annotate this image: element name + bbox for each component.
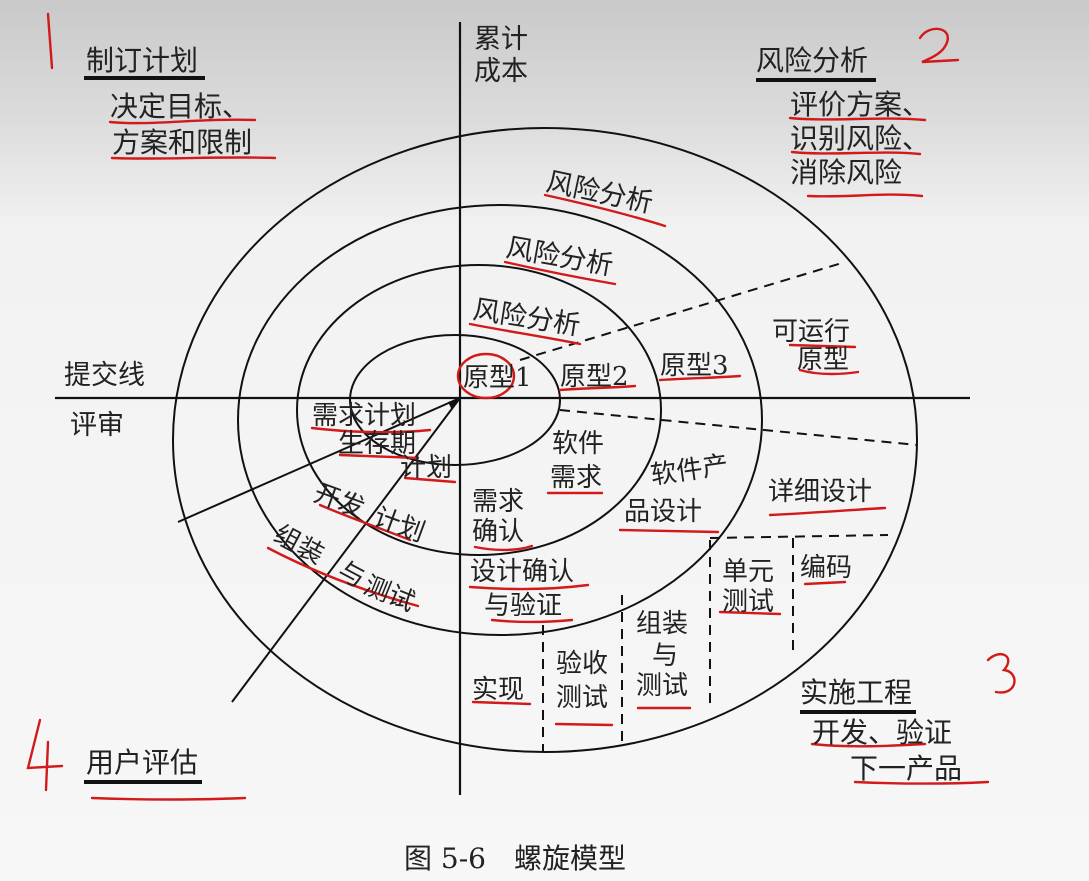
q3-title: 实施工程 xyxy=(800,676,912,709)
eng-product-design-1: 软件产 xyxy=(649,450,730,491)
eng-detailed-design: 详细设计 xyxy=(768,477,872,507)
axis-top-label-1: 累计 xyxy=(474,24,528,55)
operational-prototype-2: 原型 xyxy=(797,345,849,375)
eng-design-verify-1: 设计确认 xyxy=(470,557,574,587)
figure-caption: 图 5-6 螺旋模型 xyxy=(404,842,626,875)
q2-line-1: 评价方案、 xyxy=(790,88,930,121)
dashed-h-line xyxy=(709,534,889,539)
prototype-3: 原型3 xyxy=(660,351,729,381)
red-underlines xyxy=(26,12,1016,801)
plan-integration-3: 测试 xyxy=(359,571,418,618)
eng-integration-1: 组装 xyxy=(636,609,688,639)
q2-line-3: 消除风险 xyxy=(790,156,902,189)
dashed-design-line xyxy=(559,409,918,446)
eng-product-design-2: 品设计 xyxy=(624,497,702,527)
eng-req-validation-2: 确认 xyxy=(472,517,524,547)
eng-design-verify-2: 与验证 xyxy=(484,591,562,621)
plan-lifecycle-1: 生存期 xyxy=(338,429,416,459)
prototype-2: 原型2 xyxy=(560,362,629,392)
plan-requirements: 需求计划 xyxy=(312,401,416,431)
spiral-loop-second xyxy=(296,264,662,556)
eng-implementation: 实现 xyxy=(472,675,524,705)
eng-acceptance-test-1: 验收 xyxy=(556,649,608,679)
eng-coding: 编码 xyxy=(800,553,852,583)
eng-unit-test-2: 测试 xyxy=(722,587,774,617)
q2-line-2: 识别风险、 xyxy=(790,122,930,155)
review-line-2 xyxy=(231,397,461,703)
q1-title: 制订计划 xyxy=(86,44,198,77)
q1-line-2: 方案和限制 xyxy=(112,126,252,159)
eng-integration-3: 测试 xyxy=(636,671,688,701)
eng-software-req-1: 软件 xyxy=(552,429,604,459)
q3-line-1: 开发、验证 xyxy=(812,716,952,749)
eng-unit-test-1: 单元 xyxy=(722,557,774,587)
operational-prototype-1: 可运行 xyxy=(772,317,850,347)
q3-line-2: 下一产品 xyxy=(850,752,962,785)
q1-line-1: 决定目标、 xyxy=(110,90,250,123)
eng-req-validation-1: 需求 xyxy=(472,487,524,517)
review-line-1 xyxy=(177,397,461,523)
spiral-loop-third xyxy=(237,204,763,636)
eng-acceptance-test-2: 测试 xyxy=(556,683,608,713)
axis-top-label-2: 成本 xyxy=(474,56,528,87)
center-arrow xyxy=(448,398,460,410)
prototype-1: 原型1 xyxy=(463,363,532,393)
spiral-loop-inner xyxy=(349,334,561,466)
q2-title: 风险分析 xyxy=(756,44,868,77)
plan-development-2: 计划 xyxy=(370,502,429,548)
submit-line-label: 提交线 xyxy=(64,360,145,391)
title-underlines xyxy=(84,76,916,784)
eng-integration-2: 与 xyxy=(652,641,678,671)
spiral-loop-outer xyxy=(172,127,918,753)
plan-development-1: 开发 xyxy=(310,478,369,524)
review-label: 评审 xyxy=(70,410,124,441)
plan-lifecycle-2: 计划 xyxy=(400,453,452,483)
q4-title: 用户评估 xyxy=(86,746,198,779)
eng-software-req-2: 需求 xyxy=(550,463,602,493)
